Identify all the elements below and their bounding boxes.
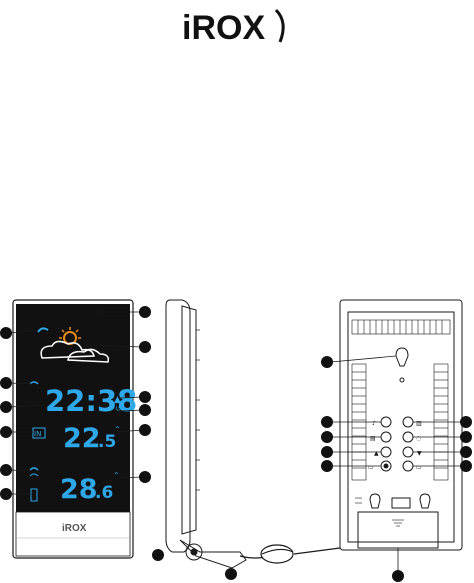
outdoor-signal-icon [29,467,39,471]
indoor-temperature-main: 22 [63,423,101,454]
svg-text:▤: ▤ [370,435,376,442]
power-cable [239,544,341,564]
irox-logo: iROX [176,2,302,48]
outdoor-temperature-main: 28 [60,474,98,505]
svg-text:↺: ↺ [115,404,122,413]
front-callout-markers-right [139,306,151,483]
side-hinge [185,543,203,561]
time-readout: 22:38 [45,384,137,418]
front-view: 22:38 ▲ ↺ IN 22 .5 ⌃ 28 .6 ⌃ iROX [0,299,151,559]
front-callout-markers-left [0,327,12,500]
back-callout-markers [321,356,472,582]
side-callout-markers [152,549,237,580]
side-rear-panel [181,305,197,535]
logo-text: iROX [182,9,265,47]
lcd-panel [16,304,130,512]
svg-text:▥: ▥ [416,420,422,427]
wall-mount-hole [395,347,409,367]
top-vent-grill [351,319,451,335]
logo-swoosh [274,8,285,43]
indoor-temperature-decimal: .5 [98,432,116,452]
outdoor-temperature-decimal: .6 [95,483,113,503]
front-callout-lines [9,311,143,495]
svg-text:▭: ▭ [368,464,374,471]
mount-slot-left [369,493,381,509]
outdoor-trend-icon: ⌃ [113,471,120,480]
side-stand [179,539,247,569]
radio-signal-icon [37,327,49,333]
side-casing [165,299,191,553]
svg-text:◌: ◌ [416,435,421,442]
mount-slot-right [419,493,431,509]
indoor-trend-icon: ⌃ [114,425,121,434]
indoor-label: IN [34,430,41,438]
svg-text:▼: ▼ [417,450,422,457]
front-bottom-strip [15,511,131,557]
svg-text:▲: ▲ [114,395,121,405]
time-signal-icon [29,381,39,385]
front-logo: iROX [62,523,87,534]
svg-text:▭: ▭ [416,464,422,471]
sun-behind-clouds-icon [40,327,110,363]
back-callout-lines [330,355,463,574]
svg-text:▲: ▲ [374,450,379,457]
side-view [165,299,247,569]
battery-icon [30,488,38,502]
mount-slot-center [391,497,411,509]
indoor-label-box [32,427,46,439]
svg-text:♪: ♪ [372,420,376,427]
back-inner-panel [347,311,455,543]
back-view: ♪ ▤ ▲ ▭ ▥ ◌ ▼ ▭ [339,299,463,551]
